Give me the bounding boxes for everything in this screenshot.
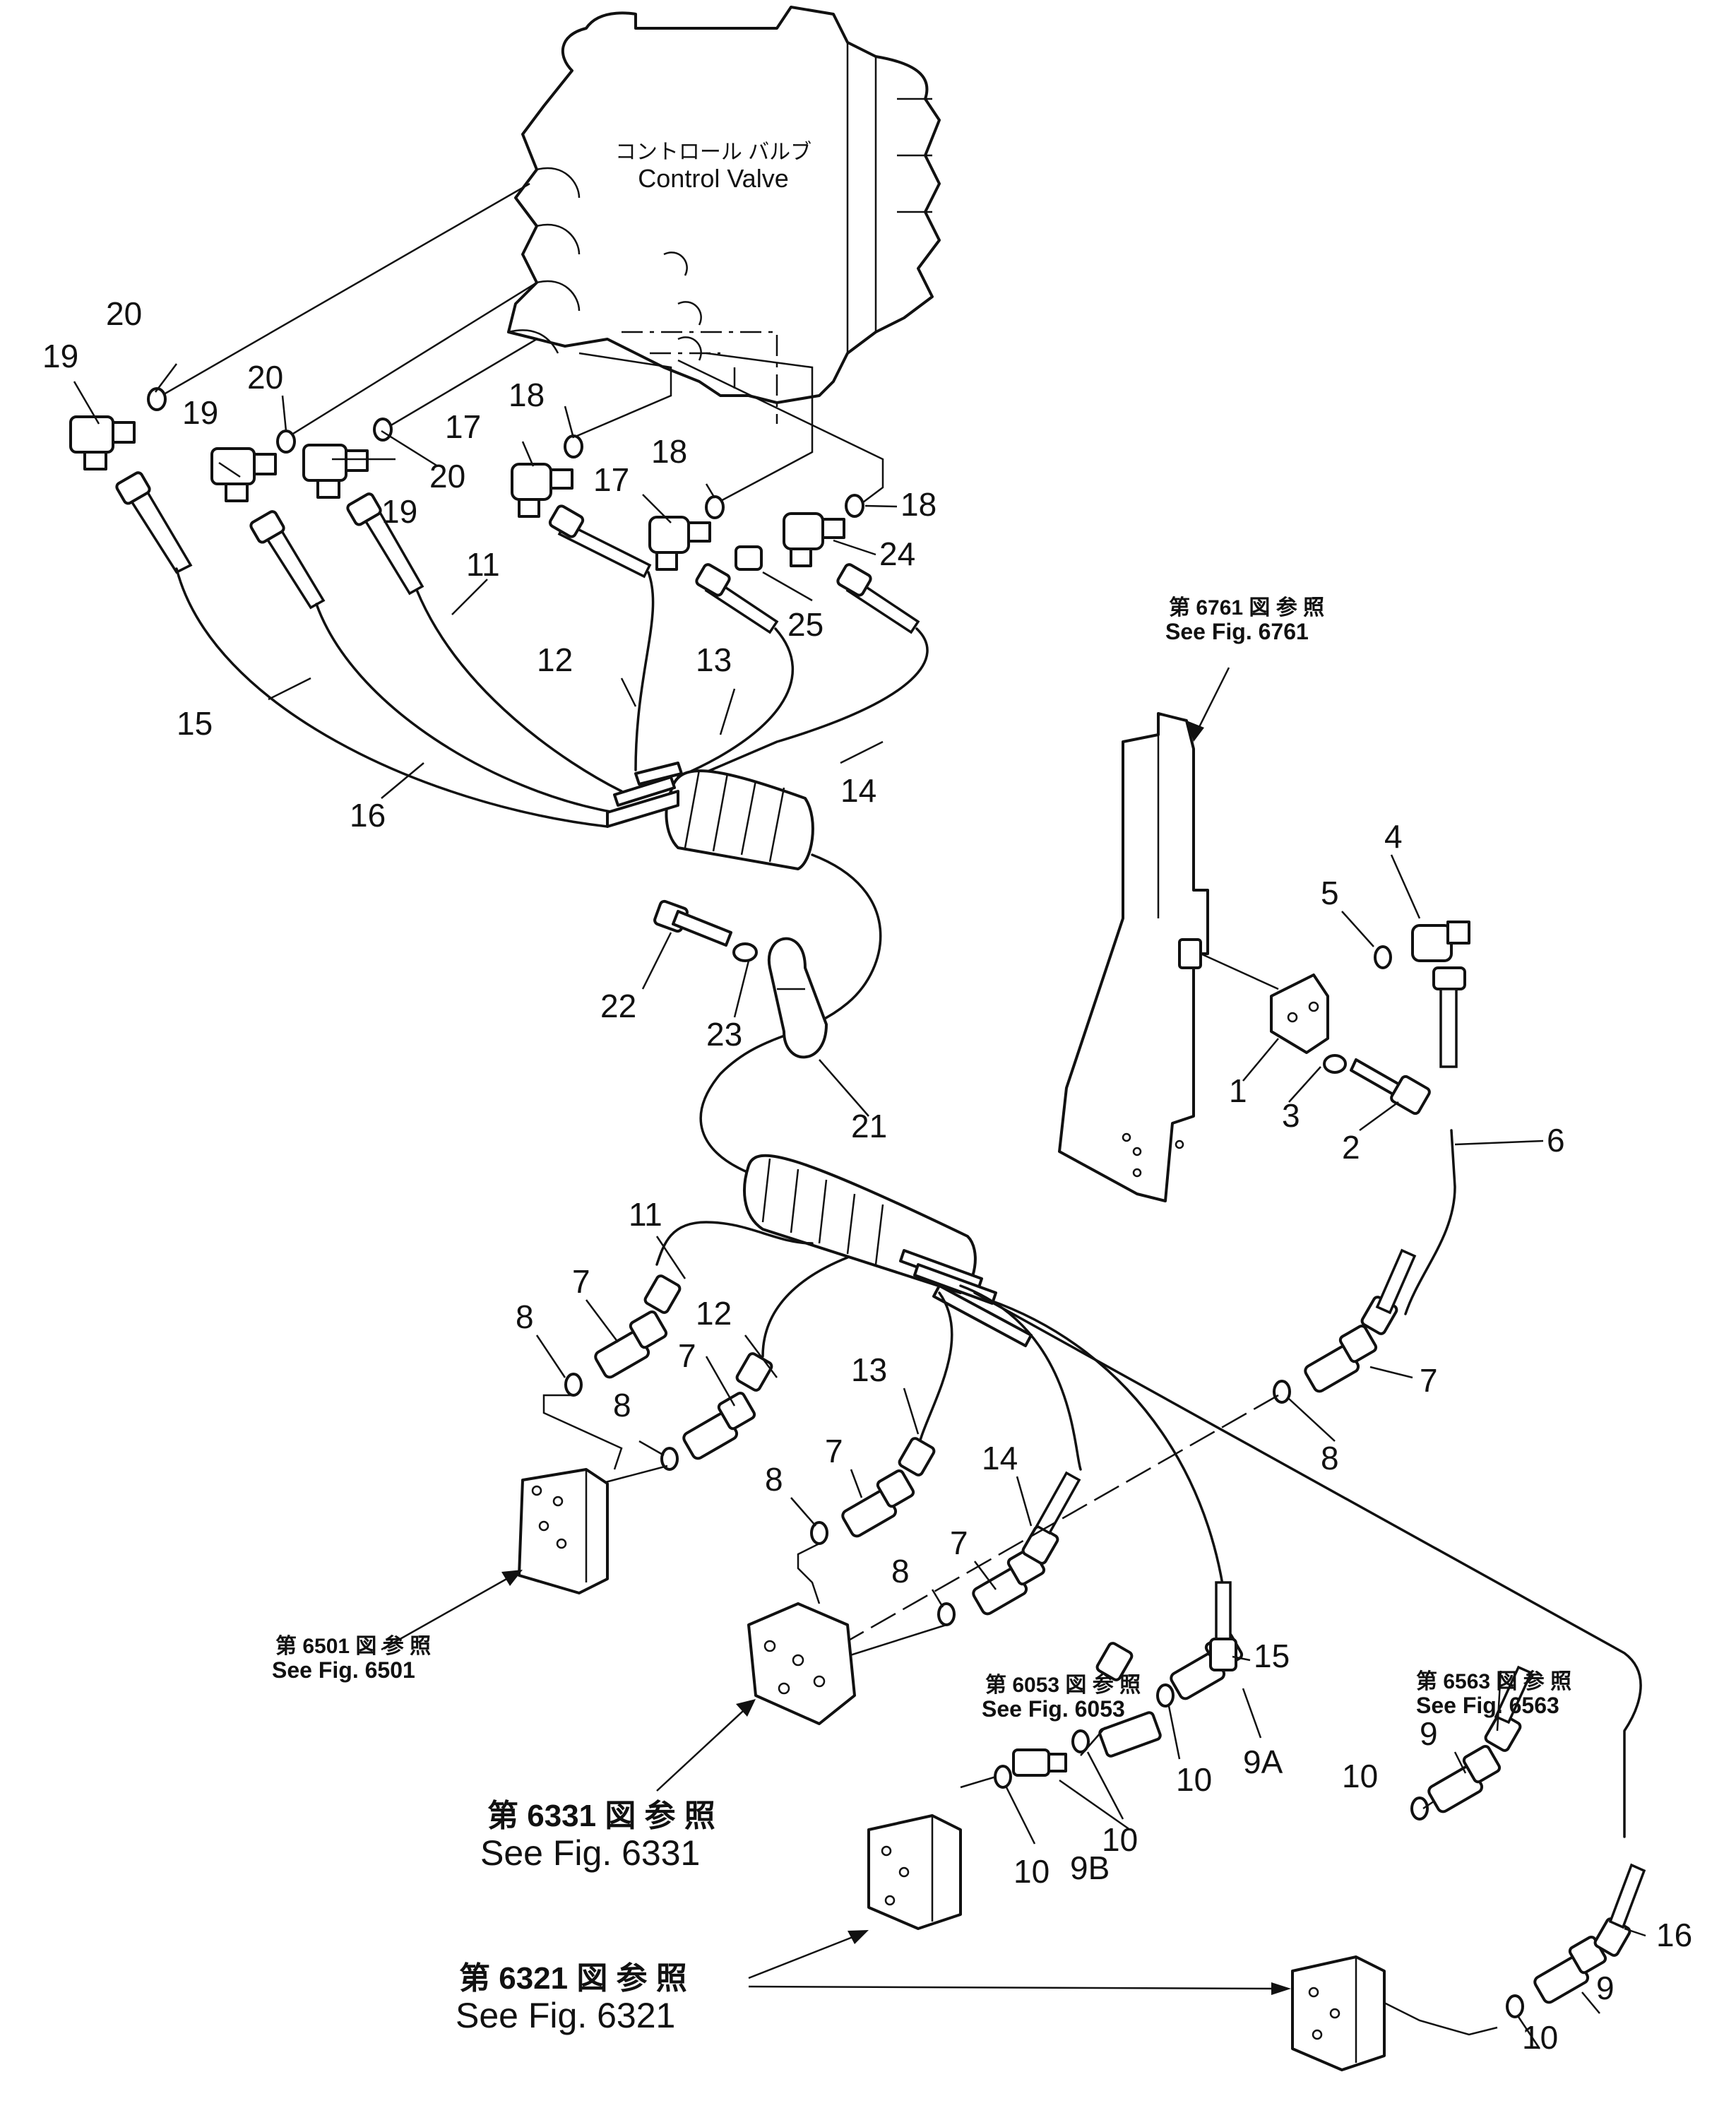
ref-6331-jp: 第 6331 図 参 照: [487, 1799, 715, 1833]
ref-6321-en: See Fig. 6321: [456, 1996, 675, 2035]
ref-6053-en: See Fig. 6053: [982, 1696, 1125, 1722]
elbow-fittings-lower: [594, 1248, 1417, 1616]
pilot-lines-upper: [155, 182, 884, 510]
callout-13: 13: [696, 641, 732, 678]
figure-references: 第 6761 図 参 照 See Fig. 6761 第 6501 図 参 照 …: [272, 596, 1571, 2035]
callout-20: 20: [247, 359, 283, 396]
callout-7: 7: [1420, 1362, 1438, 1399]
callout-10: 10: [1342, 1758, 1378, 1794]
pilot-lines-lower: [542, 1394, 1279, 1669]
callout-4: 4: [1384, 818, 1403, 855]
callout-15: 15: [177, 705, 213, 742]
callout-11: 11: [629, 1196, 662, 1233]
callout-13: 13: [851, 1351, 887, 1388]
callout-6: 6: [1547, 1122, 1565, 1159]
reference-arrows: [381, 667, 1502, 1995]
callout-20: 20: [106, 295, 142, 332]
callout-14: 14: [840, 772, 876, 809]
callout-9B: 9B: [1070, 1849, 1110, 1886]
ref-6331-en: See Fig. 6331: [480, 1833, 700, 1873]
callout-9: 9: [1420, 1715, 1438, 1752]
bottom-fittings: [960, 1581, 1646, 2018]
callout-labels: 20 19 19 20 20 19 18 17 18 17 18 24 25 1…: [42, 295, 1692, 2056]
valve-block-6331: [747, 1602, 856, 1725]
callout-10: 10: [1102, 1821, 1138, 1858]
callout-23: 23: [706, 1016, 742, 1053]
ref-6761-jp: 第 6761 図 参 照: [1169, 596, 1324, 620]
callout-24: 24: [879, 535, 915, 572]
callout-8: 8: [1321, 1440, 1339, 1476]
callout-8: 8: [891, 1553, 910, 1590]
callout-9A: 9A: [1243, 1744, 1283, 1780]
callout-18: 18: [509, 377, 545, 413]
callout-19: 19: [182, 394, 218, 431]
valve-block-6321-right: [1291, 1955, 1498, 2071]
ref-6761-en: See Fig. 6761: [1165, 619, 1309, 644]
callout-20: 20: [429, 458, 465, 495]
callout-8: 8: [765, 1461, 783, 1498]
leader-lines: [73, 363, 1646, 2049]
callout-7: 7: [678, 1337, 696, 1374]
hose-ends-upper: [115, 471, 920, 634]
callout-19: 19: [381, 493, 417, 530]
ref-6053-jp: 第 6053 図 参 照: [985, 1673, 1141, 1697]
clamp-assembly: [653, 899, 828, 1059]
elbow-fittings-upper: [69, 415, 845, 571]
callout-16: 16: [1656, 1917, 1692, 1953]
callout-17: 17: [445, 408, 481, 445]
ref-6563-jp: 第 6563 図 参 照: [1416, 1669, 1571, 1693]
control-valve: コントロール バルブ Control Valve: [507, 6, 941, 424]
ref-6563-en: See Fig. 6563: [1416, 1693, 1559, 1718]
callout-12: 12: [696, 1295, 732, 1332]
callout-10: 10: [1013, 1853, 1050, 1890]
callout-11: 11: [466, 546, 500, 583]
callout-7: 7: [950, 1525, 968, 1561]
callout-8: 8: [516, 1298, 534, 1335]
callout-2: 2: [1342, 1129, 1360, 1166]
callout-18: 18: [900, 486, 937, 523]
ref-6501-jp: 第 6501 図 参 照: [275, 1634, 431, 1658]
control-valve-label-jp: コントロール バルブ: [615, 141, 811, 164]
callout-7: 7: [825, 1433, 843, 1469]
callout-3: 3: [1282, 1097, 1300, 1134]
callout-1: 1: [1229, 1072, 1247, 1109]
callout-7: 7: [572, 1263, 590, 1300]
ref-6321-jp: 第 6321 図 参 照: [459, 1961, 687, 1996]
o-rings-lower: [564, 1373, 1291, 1626]
callout-17: 17: [593, 461, 629, 498]
callout-25: 25: [787, 606, 824, 643]
callout-8: 8: [613, 1387, 631, 1424]
callout-15: 15: [1254, 1638, 1290, 1674]
callout-21: 21: [851, 1108, 887, 1144]
valve-block-6321-left: [867, 1814, 962, 1930]
hose-bundle-lower: [655, 1129, 1642, 1838]
control-valve-label-en: Control Valve: [638, 164, 788, 193]
bracket-assembly: [1058, 712, 1470, 1202]
callout-19: 19: [42, 338, 78, 374]
callout-9: 9: [1596, 1970, 1615, 2006]
o-rings-upper: [147, 387, 864, 519]
ref-6501-en: See Fig. 6501: [272, 1657, 415, 1683]
callout-10: 10: [1176, 1761, 1212, 1798]
callout-5: 5: [1321, 875, 1339, 911]
callout-22: 22: [600, 988, 636, 1024]
callout-12: 12: [537, 641, 573, 678]
callout-10: 10: [1522, 2019, 1558, 2056]
callout-14: 14: [982, 1440, 1018, 1476]
callout-16: 16: [350, 797, 386, 834]
valve-block-6501: [518, 1468, 609, 1594]
callout-18: 18: [651, 433, 687, 470]
